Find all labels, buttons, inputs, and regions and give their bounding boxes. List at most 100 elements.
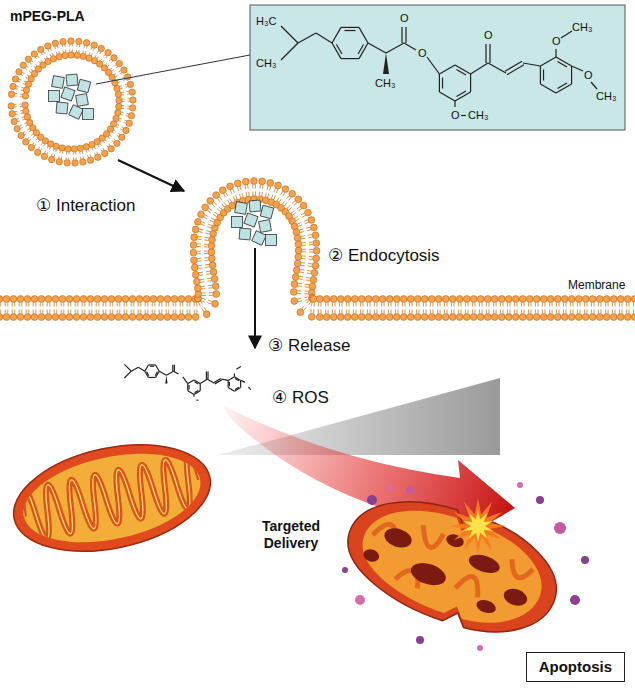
lipid-tail xyxy=(62,45,63,47)
lipid-tail xyxy=(117,124,119,125)
lipid-tail xyxy=(409,310,410,314)
lipid-tail xyxy=(605,302,606,306)
lipid-tail xyxy=(202,292,206,293)
lipid-head xyxy=(540,314,547,321)
lipid-tail xyxy=(479,302,480,306)
lipid-tail xyxy=(133,302,134,306)
lipid-head xyxy=(308,217,315,224)
lipid-tail xyxy=(152,310,153,314)
bond xyxy=(332,27,341,43)
bond xyxy=(156,371,160,377)
bond xyxy=(131,367,138,371)
lipid-tail xyxy=(16,88,18,90)
released-molecule xyxy=(124,364,250,400)
bond xyxy=(540,66,541,84)
lipid-tail xyxy=(36,139,38,141)
lipid-tail xyxy=(305,286,309,288)
lipid-head xyxy=(80,53,86,59)
lipid-head xyxy=(421,314,428,321)
lipid-tail xyxy=(332,302,333,306)
lipid-tail xyxy=(577,302,578,306)
lipid-tail xyxy=(206,230,210,232)
explosion-outer xyxy=(450,498,506,554)
lipid-tail xyxy=(0,302,1,306)
lipid-tail xyxy=(325,302,326,306)
lipid-head xyxy=(60,38,66,44)
bond xyxy=(156,365,160,371)
lipid-tail xyxy=(161,310,162,314)
lipid-tail xyxy=(493,302,494,306)
lipid-tail xyxy=(629,310,630,314)
lipid-tail xyxy=(124,310,125,314)
lipid-tail xyxy=(128,101,130,102)
lipid-tail xyxy=(633,302,634,306)
liposome-bilayer xyxy=(8,38,136,166)
lipid-head xyxy=(108,314,115,321)
lipid-head xyxy=(194,285,201,292)
bond xyxy=(456,69,465,74)
lipid-head xyxy=(128,112,134,118)
lipid-tail xyxy=(294,216,298,218)
lipid-tail xyxy=(629,302,630,306)
lipid-tail xyxy=(395,310,396,314)
lipid-tail xyxy=(384,310,385,314)
lipid-head xyxy=(428,296,435,303)
lipid-tail xyxy=(23,83,25,85)
lipid-tail xyxy=(608,310,609,314)
lipid-tail xyxy=(91,302,92,306)
lipid-tail xyxy=(307,270,311,272)
lipid-tail xyxy=(521,310,522,314)
lipid-tail xyxy=(208,224,212,225)
bond xyxy=(183,377,188,384)
bond xyxy=(124,371,131,378)
lipid-head xyxy=(192,314,199,321)
lipid-head xyxy=(202,204,209,211)
lipid-head xyxy=(80,314,87,321)
lipid-tail xyxy=(377,302,378,306)
lipid-tail xyxy=(82,51,84,53)
lipid-head xyxy=(185,296,192,303)
lipid-head xyxy=(52,296,59,303)
debris-particle xyxy=(406,486,414,494)
lipid-tail xyxy=(594,302,595,306)
bond xyxy=(345,30,356,31)
lipid-tail xyxy=(127,91,129,92)
lipid-tail xyxy=(335,310,336,314)
lipid-tail xyxy=(122,98,124,99)
lipid-tail xyxy=(298,285,302,287)
lipid-tail xyxy=(479,310,480,314)
lipid-tail xyxy=(437,302,438,306)
bond xyxy=(561,31,572,38)
lipid-head xyxy=(282,186,289,193)
bond xyxy=(207,379,214,383)
lipid-tail xyxy=(12,310,13,314)
debris-particle xyxy=(416,636,424,644)
bond xyxy=(368,43,386,53)
lipid-tail xyxy=(45,151,46,153)
lipid-head xyxy=(113,115,119,121)
lipid-tail xyxy=(430,302,431,306)
membrane-hole xyxy=(502,586,530,609)
lipid-tail xyxy=(633,310,634,314)
lipid-tail xyxy=(302,258,306,259)
lipid-tail xyxy=(18,81,20,83)
lipid-tail xyxy=(122,108,124,109)
lipid-tail xyxy=(14,106,16,107)
lipid-head xyxy=(130,97,136,103)
bond xyxy=(207,372,208,380)
lipid-tail xyxy=(444,310,445,314)
lipid-tail xyxy=(77,302,78,306)
lipid-tail xyxy=(328,302,329,306)
lipid-tail xyxy=(302,245,306,246)
lipid-tail xyxy=(72,44,73,46)
lipid-head xyxy=(164,314,171,321)
lipid-head xyxy=(323,314,330,321)
lipid-tail xyxy=(289,208,292,211)
lipid-tail xyxy=(274,196,276,200)
lipid-head xyxy=(208,249,215,256)
bond xyxy=(228,380,229,387)
lipid-tail xyxy=(580,310,581,314)
lipid-tail xyxy=(302,255,306,256)
lipid-head xyxy=(38,314,45,321)
lipid-tail xyxy=(205,264,209,266)
